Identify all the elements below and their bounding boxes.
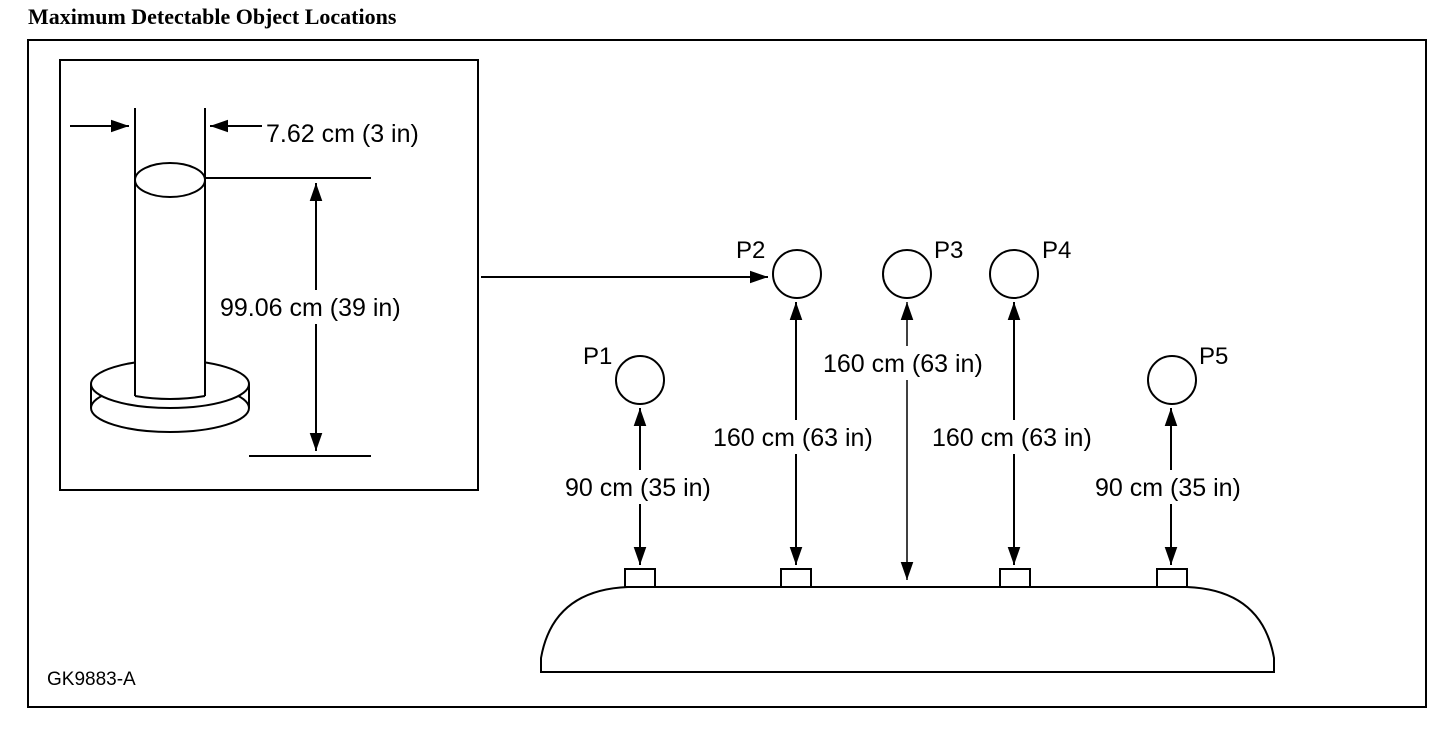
sensor-1 xyxy=(624,568,656,588)
height-label: 99.06 cm (39 in) xyxy=(220,294,401,322)
sensor-2 xyxy=(780,568,812,588)
range-label-p5: 90 cm (35 in) xyxy=(1095,474,1241,502)
range-label-p2: 160 cm (63 in) xyxy=(713,424,873,452)
test-object-inset: 7.62 cm (3 in) 99.06 cm (39 in) xyxy=(59,59,479,491)
figure-code: GK9883-A xyxy=(47,669,136,690)
range-label-p1: 90 cm (35 in) xyxy=(565,474,711,502)
point-label-p1: P1 xyxy=(583,343,612,370)
range-label-p4: 160 cm (63 in) xyxy=(932,424,1092,452)
detection-points: P1 90 cm (35 in) P2 160 cm (63 in) P3 16… xyxy=(561,237,1261,580)
object-p4 xyxy=(989,249,1039,299)
object-p3 xyxy=(882,249,932,299)
page-title: Maximum Detectable Object Locations xyxy=(28,4,397,29)
diagram-frame xyxy=(27,39,1427,708)
pole xyxy=(134,108,206,400)
object-p1 xyxy=(615,355,665,405)
point-label-p5: P5 xyxy=(1199,343,1228,370)
vehicle-bumper xyxy=(540,568,1275,673)
inset-box xyxy=(59,59,479,491)
object-p2 xyxy=(772,249,822,299)
width-label: 7.62 cm (3 in) xyxy=(266,120,419,148)
point-label-p2: P2 xyxy=(736,237,765,264)
sensor-5 xyxy=(1156,568,1188,588)
pole-base xyxy=(90,330,250,433)
point-label-p4: P4 xyxy=(1042,237,1071,264)
object-p5 xyxy=(1147,355,1197,405)
sensor-4 xyxy=(999,568,1031,588)
point-label-p3: P3 xyxy=(934,237,963,264)
range-label-p3: 160 cm (63 in) xyxy=(823,350,983,378)
